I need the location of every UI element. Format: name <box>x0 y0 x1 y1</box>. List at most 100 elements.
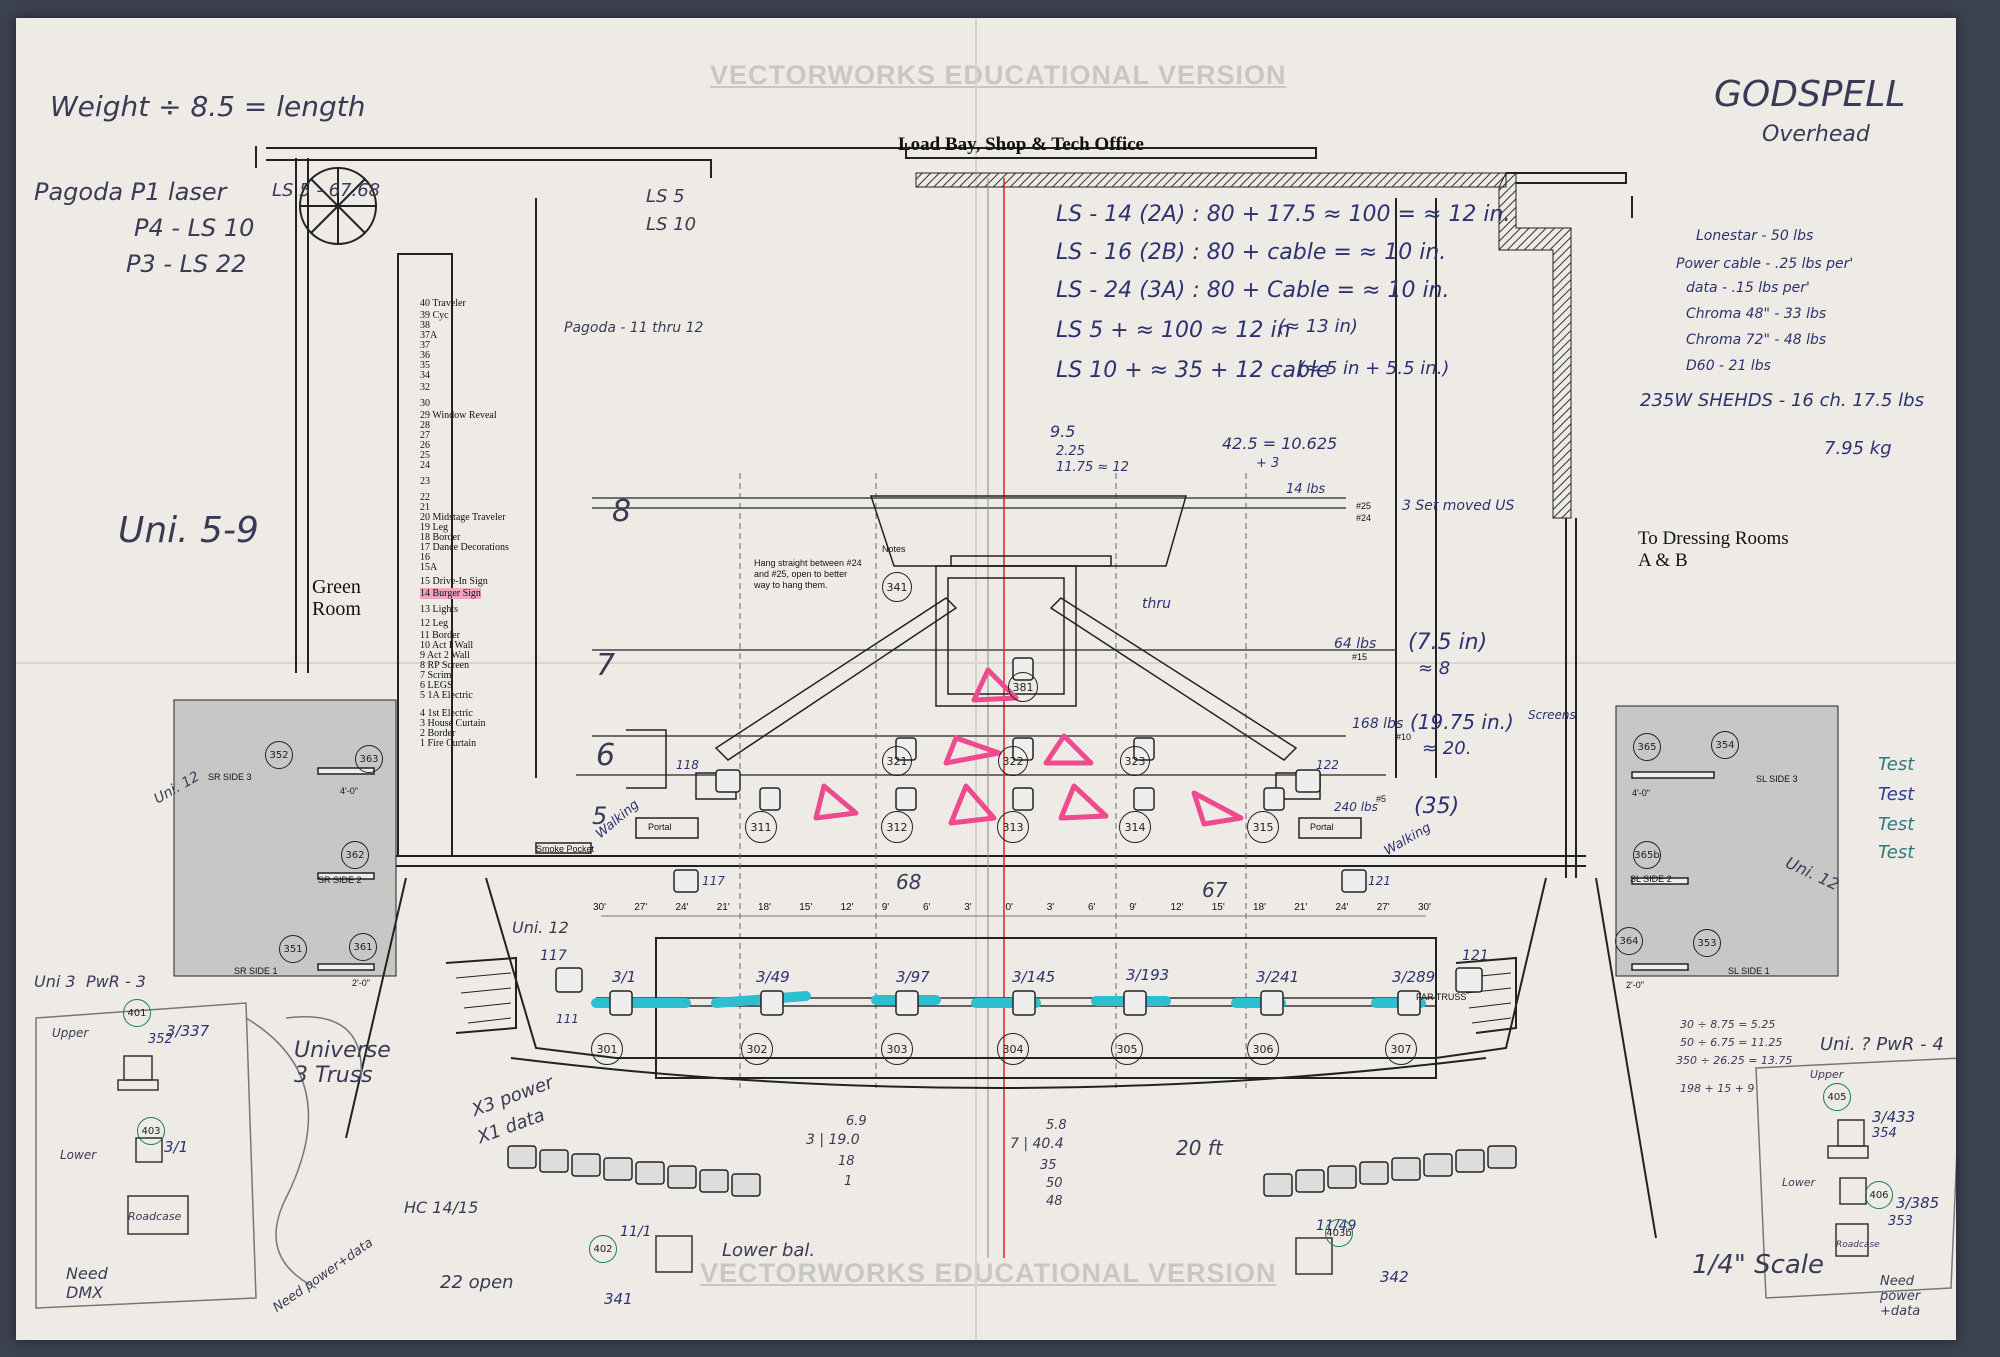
hw-calc5: LS 10 + ≈ 35 + 12 cable <box>1056 358 1330 383</box>
notes-label: Notes <box>882 544 906 554</box>
light-plot-sheet: VECTORWORKS EDUCATIONAL VERSION VECTORWO… <box>16 18 1956 1340</box>
hw-need-power-r: Need power +data <box>1880 1274 1921 1319</box>
hw-bal-addr4: 342 <box>1380 1268 1409 1286</box>
hw-overhead: Overhead <box>1762 122 1870 147</box>
lineset-27: 27 <box>420 430 430 441</box>
hw-lbs168: 168 lbs <box>1352 716 1404 732</box>
lineset-7: 7 Scrim <box>420 670 452 681</box>
hw-22open: 22 open <box>440 1272 514 1293</box>
lineset-32: 32 <box>420 382 430 393</box>
hw-test1: Test <box>1878 754 1915 775</box>
hw-ls5: LS 5 <box>646 186 685 207</box>
hw-div2: 3 | 19.0 <box>806 1132 860 1148</box>
unit-circle: 405 <box>1823 1083 1851 1111</box>
scale-tick: 9' <box>1129 902 1137 913</box>
hw-u-addr3: 352 <box>148 1032 173 1047</box>
unit-circle: 401 <box>123 999 151 1027</box>
lineset-17: 17 Dance Decorations <box>420 542 509 553</box>
lineset-2: 2 Border <box>420 728 456 739</box>
hw-bal-addr2: 341 <box>604 1290 633 1308</box>
hw-num95: 9.5 <box>1050 422 1076 441</box>
hw-div6: 7 | 40.4 <box>1010 1136 1064 1152</box>
scale-tick: 21' <box>1294 902 1308 913</box>
lineset-6: 6 LEGS <box>420 680 453 691</box>
hw-addr-f2: 3/49 <box>756 968 790 986</box>
lineset-9: 9 Act 2 Wall <box>420 650 470 661</box>
lineset-29: 29 Window Reveal <box>420 410 497 421</box>
far-truss-label: FAR TRUSS <box>1416 992 1467 1002</box>
smoke-pocket-label: Smoke Pocket <box>536 844 595 854</box>
sl-side1-label: SL SIDE 1 <box>1728 966 1770 976</box>
dim-2ft-right: 2'-0" <box>1626 980 1644 990</box>
hw-num3: + 3 <box>1256 456 1280 471</box>
hw-lbs64: 64 lbs <box>1334 636 1377 652</box>
hw-pagoda: Pagoda P1 laser <box>34 178 227 206</box>
sr-circle: 351 <box>279 935 307 963</box>
hw-data: data - .15 lbs per' <box>1686 280 1810 296</box>
stage-diagram <box>16 18 1956 1340</box>
fixture-circle: 312 <box>881 811 913 843</box>
hw-div7: 35 <box>1040 1158 1057 1173</box>
hw-set-moved: 3 Set moved US <box>1402 498 1515 514</box>
hw-div5: 5.8 <box>1046 1118 1067 1133</box>
fixture-circle: 341 <box>882 572 912 602</box>
lineset-34: 34 <box>420 370 430 381</box>
hw-117: 117 <box>540 948 567 964</box>
lineset-36: 36 <box>420 350 430 361</box>
load-bay-label: Load Bay, Shop & Tech Office <box>898 134 1144 155</box>
dim-4ft-right: 4'-0" <box>1632 788 1650 798</box>
lineset-12: 12 Leg <box>420 618 449 629</box>
scale-tick: 21' <box>716 902 730 913</box>
hw-test2: Test <box>1878 784 1915 805</box>
unit-circle: 402 <box>589 1235 617 1263</box>
fixture-circle: 305 <box>1111 1033 1143 1065</box>
lineset-11: 11 Border <box>420 630 460 641</box>
unit-circle: 406 <box>1865 1181 1893 1209</box>
hw-addr-f6: 3/241 <box>1256 968 1300 986</box>
hw-addr-f5: 3/193 <box>1126 966 1170 984</box>
hw-quarter-scale: 1/4" Scale <box>1692 1250 1825 1280</box>
lineset-25: 25 <box>420 450 430 461</box>
scale-tick: 6' <box>923 902 931 913</box>
sr-side1-label: SR SIDE 1 <box>234 966 278 976</box>
hw-7: 7 <box>596 648 616 683</box>
hw-calc4b: (≈ 13 in) <box>1278 316 1358 337</box>
hang-note: Hang straight between #24 and #25, open … <box>754 558 862 590</box>
hw-p3: P3 - LS 22 <box>126 250 247 278</box>
hw-uni-pwr4: Uni. ? PwR - 4 <box>1820 1034 1944 1055</box>
watermark-top: VECTORWORKS EDUCATIONAL VERSION <box>710 60 1287 90</box>
hw-bal-addr1: 11/1 <box>620 1224 652 1240</box>
dressing-rooms-label: To Dressing Rooms A & B <box>1638 528 1789 571</box>
fixture-circle: 301 <box>591 1033 623 1065</box>
ls15-label: #15 <box>1352 652 1368 662</box>
lineset-4: 4 1st Electric <box>420 708 473 719</box>
hw-in1975: (19.75 in.) <box>1410 710 1514 734</box>
hw-calc5b: (≈ 5 in + 5.5 in.) <box>1298 358 1450 379</box>
hw-uni3: Uni 3 <box>34 972 76 991</box>
scale-tick: 15' <box>1211 902 1225 913</box>
hw-kg: 7.95 kg <box>1824 438 1892 459</box>
hw-rcalc2: 50 ÷ 6.75 = 11.25 <box>1680 1036 1783 1049</box>
fixture-circle: 314 <box>1119 811 1151 843</box>
lineset-24: 24 <box>420 460 430 471</box>
hw-approx8: ≈ 8 <box>1418 658 1451 679</box>
hw-68: 68 <box>896 870 922 894</box>
scale-tick: 12' <box>840 902 854 913</box>
portal-right-label: Portal <box>1310 822 1334 832</box>
scale-tick: 27' <box>1376 902 1390 913</box>
hw-screens: Screens <box>1528 708 1576 722</box>
hw-calc3: LS - 24 (3A) : 80 + Cable = ≈ 10 in. <box>1056 278 1450 303</box>
hw-in35: (35) <box>1414 794 1460 819</box>
ls10-label: #10 <box>1396 732 1412 742</box>
fixture-circle: 321 <box>882 746 912 776</box>
scale-tick: 3' <box>1046 902 1055 913</box>
hw-div8: 50 <box>1046 1176 1063 1191</box>
sl-circle: 364 <box>1615 927 1643 955</box>
lineset-39: 39 Cyc <box>420 310 449 321</box>
hw-rcalc1: 30 ÷ 8.75 = 5.25 <box>1680 1018 1776 1031</box>
lineset-15: 15 Drive-In Sign <box>420 576 488 587</box>
fixture-circle: 306 <box>1247 1033 1279 1065</box>
hw-div9: 48 <box>1046 1194 1063 1209</box>
hw-121: 121 <box>1462 948 1489 964</box>
lineset-18: 18 Border <box>420 532 461 543</box>
